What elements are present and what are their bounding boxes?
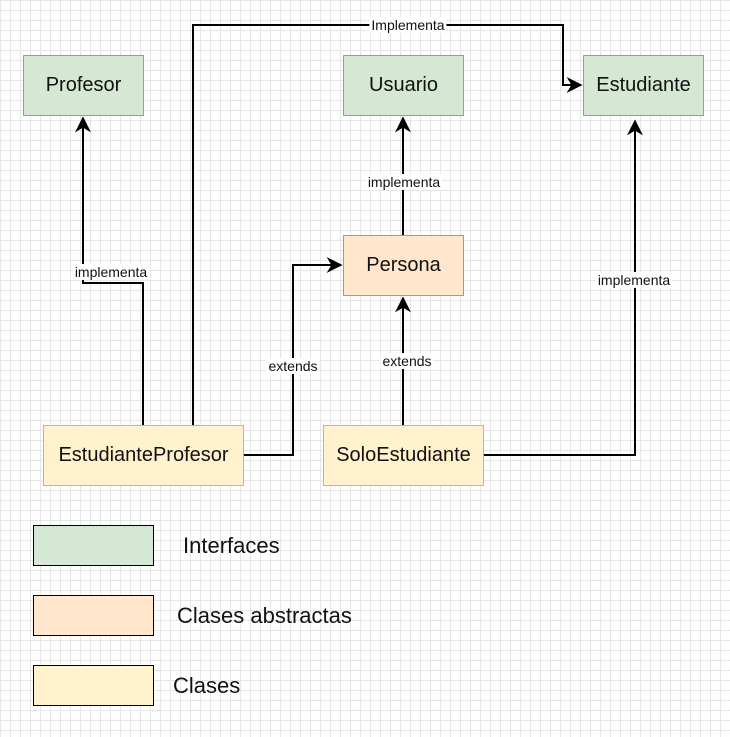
legend-swatch-interfaces xyxy=(33,525,154,566)
legend-label-interfaces: Interfaces xyxy=(183,533,280,558)
edge-solo-to-estudiante xyxy=(484,119,643,456)
edge-ep-to-profesor xyxy=(75,116,144,425)
node-profesor[interactable]: Profesor xyxy=(23,55,144,116)
node-estudiante-label: Estudiante xyxy=(596,74,691,96)
edge-label-implementa-estudiante: implementa xyxy=(595,272,673,288)
node-solo-estudiante-label: SoloEstudiante xyxy=(336,444,471,466)
node-usuario-label: Usuario xyxy=(369,74,438,96)
node-usuario[interactable]: Usuario xyxy=(343,55,464,116)
edge-label-implementa-top: Implementa xyxy=(369,17,447,33)
edge-label-extends-ep: extends xyxy=(266,358,320,374)
legend-swatch-classes xyxy=(33,665,154,706)
edge-ep-to-estudiante xyxy=(192,24,583,425)
node-solo-estudiante[interactable]: SoloEstudiante xyxy=(323,425,484,486)
node-estudiante-profesor[interactable]: EstudianteProfesor xyxy=(43,425,244,486)
edge-label-extends-solo: extends xyxy=(380,353,434,369)
legend-label-classes: Clases xyxy=(173,673,241,698)
node-estudiante-profesor-label: EstudianteProfesor xyxy=(58,444,229,466)
edge-label-implementa-profesor: implementa xyxy=(72,264,150,280)
legend-label-abstract-classes: Clases abstractas xyxy=(177,603,352,628)
node-profesor-label: Profesor xyxy=(45,74,122,96)
node-estudiante[interactable]: Estudiante xyxy=(583,55,704,116)
node-persona-label: Persona xyxy=(366,254,441,276)
edge-label-implementa-usuario: implementa xyxy=(365,174,443,190)
legend-swatch-abstract-classes xyxy=(33,595,154,636)
node-persona[interactable]: Persona xyxy=(343,235,464,296)
